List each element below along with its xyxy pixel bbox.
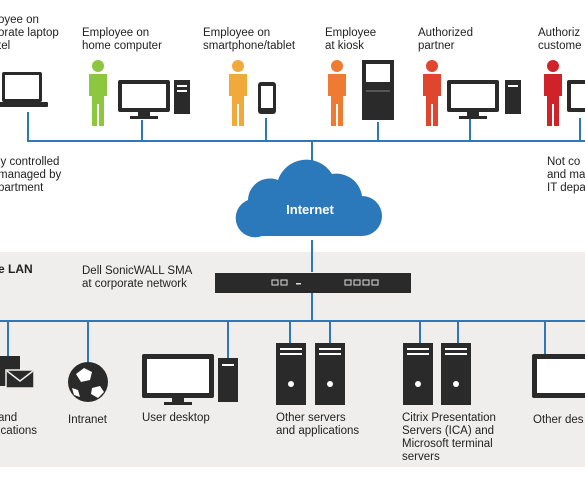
smartphone-icon: [258, 82, 276, 114]
laptop-icon: [0, 72, 48, 107]
other-desktop-monitor-icon: [532, 354, 585, 398]
partner-monitor-icon: [447, 80, 499, 119]
sonicwall-appliance-label: Dell SonicWALL SMA at corporate network: [82, 265, 193, 290]
files-applications-label: and ications: [0, 412, 37, 437]
citrix-server-icon: [441, 343, 471, 405]
other-desktops-label: Other des: [533, 414, 584, 426]
person-yellow-icon: [229, 60, 247, 126]
intranet-label: Intranet: [68, 414, 107, 426]
other-servers-label: Other servers and applications: [276, 412, 360, 437]
user-desktop-monitor-icon: [142, 354, 214, 405]
corporate-lan-title: e LAN: [0, 262, 33, 276]
citrix-servers-label: Citrix Presentation Servers (ICA) and Mi…: [402, 412, 496, 463]
kiosk-employee-label: Employee at kiosk: [325, 27, 377, 52]
controlled-devices-note: ly controlled managed by partment: [0, 156, 62, 194]
partner-tower-icon: [505, 80, 521, 114]
authorized-customer-label: Authoriz custome: [538, 27, 582, 52]
laptop-employee-label: oyee on orate laptop tel: [0, 14, 59, 52]
intranet-globe-icon: [68, 362, 108, 402]
person-green-icon: [89, 60, 107, 126]
desktop-monitor-icon: [118, 80, 170, 119]
customer-monitor-icon: [567, 80, 585, 112]
sonicwall-appliance-icon: [215, 273, 411, 293]
server-tower-icon: [315, 343, 345, 405]
authorized-partner-label: Authorized partner: [418, 27, 473, 52]
server-tower-icon: [276, 343, 306, 405]
person-red-icon: [544, 60, 562, 126]
top-connection-lines: [0, 112, 585, 362]
citrix-server-icon: [403, 343, 433, 405]
desktop-tower-icon: [174, 80, 190, 114]
internet-cloud-icon: [235, 159, 382, 238]
user-desktop-tower-icon: [218, 358, 238, 402]
not-controlled-devices-note: Not co and ma IT depa: [547, 156, 585, 194]
person-red-orange-icon: [423, 60, 441, 126]
person-orange-icon: [328, 60, 346, 126]
folder-mail-icon: [0, 356, 35, 389]
home-computer-employee-label: Employee on home computer: [82, 27, 162, 52]
smartphone-employee-label: Employee on smartphone/tablet: [203, 27, 296, 52]
user-desktop-label: User desktop: [142, 412, 210, 424]
kiosk-icon: [362, 60, 394, 120]
internet-label: Internet: [286, 202, 334, 217]
